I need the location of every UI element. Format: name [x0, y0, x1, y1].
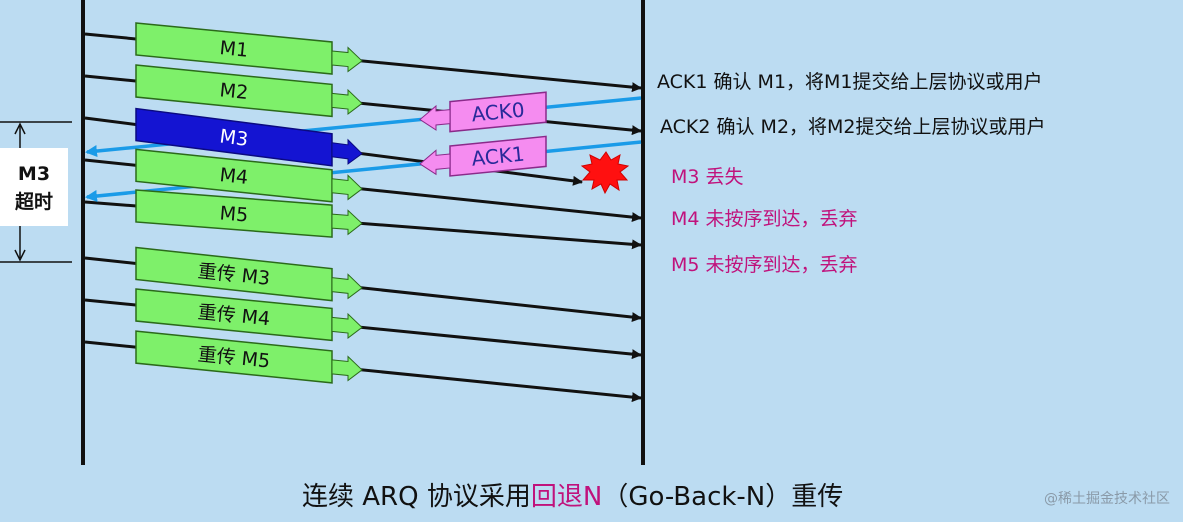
frame-label: M4	[219, 164, 250, 189]
frame-box-arrowhead-icon	[331, 174, 363, 201]
timeout-label-line2: 超时	[14, 190, 53, 213]
ack-box-arrowhead-icon	[419, 149, 451, 176]
frame-label: M5	[219, 202, 249, 226]
loss-burst-icon	[580, 151, 630, 195]
timeout-label-box	[0, 148, 68, 226]
timeout-marker: M3 超时	[0, 121, 72, 263]
receiver-notes: ACK1 确认 M1，将M1提交给上层协议或用户 ACK2 确认 M2，将M2提…	[657, 71, 1046, 276]
frame-box	[135, 288, 333, 342]
receiver-note: M5 未按序到达，丢弃	[671, 254, 858, 276]
frame-label: M3	[218, 125, 249, 150]
receiver-note: ACK2 确认 M2，将M2提交给上层协议或用户	[660, 116, 1046, 138]
frame-box	[135, 189, 333, 238]
diagram-caption: 连续 ARQ 协议采用回退N（Go-Back-N）重传	[302, 482, 843, 512]
receiver-note: ACK1 确认 M1，将M1提交给上层协议或用户	[657, 71, 1043, 93]
ack-box-arrowhead-icon	[419, 104, 451, 131]
frame-box	[135, 246, 333, 302]
frame-box-arrowhead-icon	[331, 46, 363, 73]
frame-box	[135, 107, 333, 167]
timeout-label-line1: M3	[18, 163, 50, 185]
frame-box-arrowhead-icon	[331, 88, 363, 116]
frame-label: M2	[219, 79, 250, 104]
frame-box	[135, 148, 333, 203]
frame-box-arrowhead-icon	[331, 138, 363, 165]
frame-box	[135, 64, 333, 118]
caption-highlight: 回退N	[531, 482, 602, 512]
frame-label: M1	[219, 37, 249, 62]
caption-prefix: 连续 ARQ 协议采用	[302, 482, 531, 512]
frame-box	[135, 330, 333, 384]
watermark: @稀土掘金技术社区	[1044, 491, 1170, 507]
receiver-note: M4 未按序到达，丢弃	[671, 208, 858, 230]
ack-label: ACK0	[470, 97, 525, 126]
ack-transmission-arrow	[85, 140, 642, 202]
receiver-note: M3 丢失	[671, 166, 744, 188]
frame-box-arrowhead-icon	[331, 355, 363, 382]
frame-box-arrowhead-icon	[331, 209, 363, 236]
frame-box-arrowhead-icon	[331, 312, 363, 340]
ack-label: ACK1	[470, 142, 525, 171]
caption-suffix: （Go-Back-N）重传	[602, 482, 843, 512]
frame-box-arrowhead-icon	[331, 273, 363, 300]
frame-box	[135, 22, 333, 75]
